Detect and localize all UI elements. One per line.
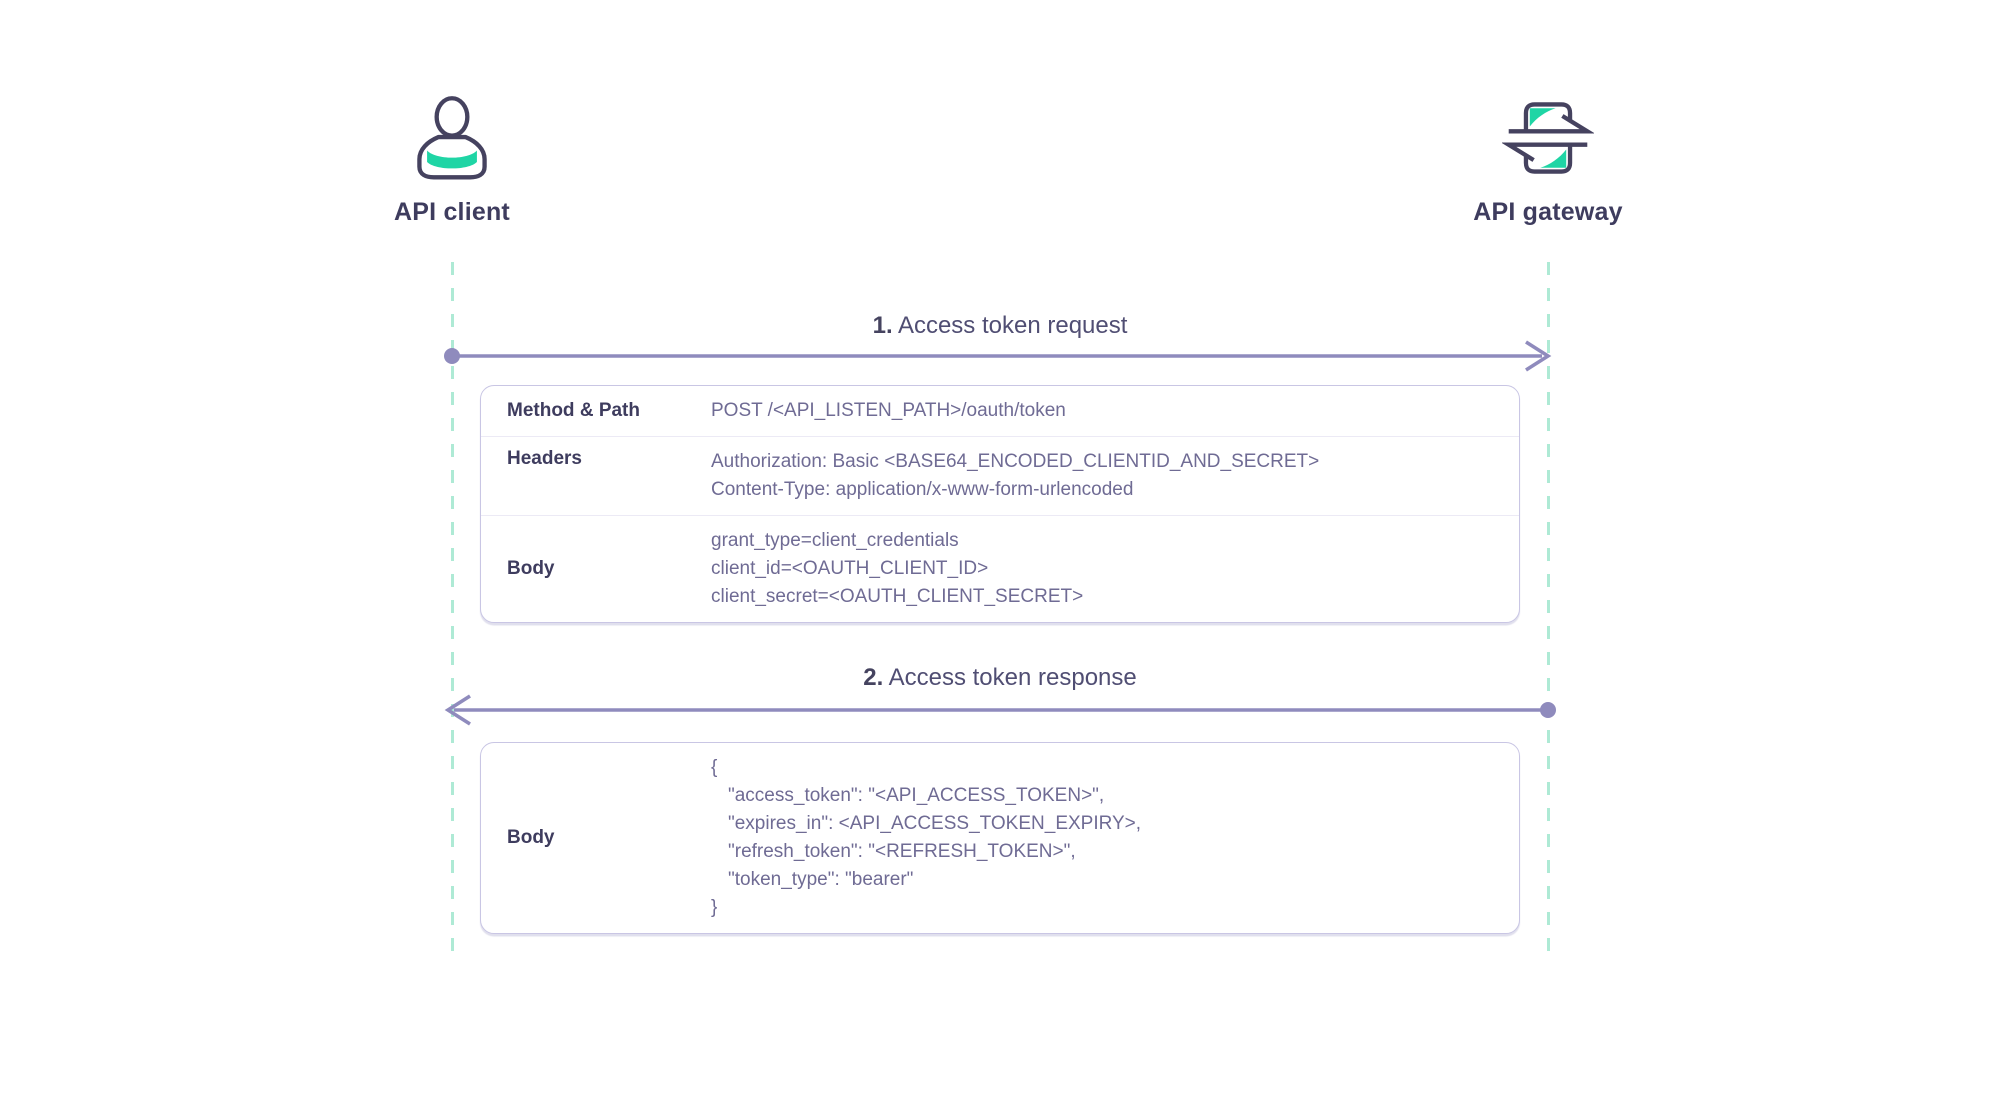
- table-row-body: Body { "access_token": "<API_ACCESS_TOKE…: [481, 743, 1519, 933]
- value-line: client_id=<OAUTH_CLIENT_ID>: [711, 558, 989, 579]
- value-line: "token_type": "bearer": [728, 869, 914, 890]
- row-label: Method & Path: [507, 400, 640, 421]
- message-1-text: Access token request: [892, 312, 1128, 339]
- actor-api-gateway-label: API gateway: [1473, 198, 1623, 226]
- value-line: POST /<API_LISTEN_PATH>/oauth/token: [711, 400, 1066, 421]
- value-line: "access_token": "<API_ACCESS_TOKEN>",: [728, 785, 1105, 806]
- table-row-headers: Headers Authorization: Basic <BASE64_ENC…: [481, 437, 1519, 516]
- value-line: Authorization: Basic <BASE64_ENCODED_CLI…: [711, 451, 1320, 472]
- row-label: Headers: [507, 448, 582, 469]
- value-line: Content-Type: application/x-www-form-url…: [711, 479, 1134, 500]
- actor-api-client-label: API client: [394, 198, 510, 226]
- row-value: { "access_token": "<API_ACCESS_TOKEN>", …: [711, 743, 1519, 933]
- response-table: Body { "access_token": "<API_ACCESS_TOKE…: [480, 742, 1520, 934]
- actor-api-client: API client: [322, 92, 582, 227]
- row-value: Authorization: Basic <BASE64_ENCODED_CLI…: [711, 437, 1519, 515]
- value-line: }: [711, 897, 718, 918]
- lifeline-api-client: [450, 262, 454, 958]
- request-table: Method & Path POST /<API_LISTEN_PATH>/oa…: [480, 385, 1520, 623]
- message-1-arrow-right: [444, 340, 1552, 372]
- row-value: grant_type=client_credentials client_id=…: [711, 516, 1519, 622]
- row-label: Body: [507, 558, 555, 579]
- message-2-text: Access token response: [883, 664, 1137, 691]
- message-1-number: 1.: [872, 312, 893, 339]
- table-row-body: Body grant_type=client_credentials clien…: [481, 516, 1519, 622]
- message-2-number: 2.: [863, 664, 884, 691]
- message-1-title: 1. Access token request: [452, 311, 1548, 341]
- table-row-method-path: Method & Path POST /<API_LISTEN_PATH>/oa…: [481, 386, 1519, 437]
- message-2-title: 2. Access token response: [452, 663, 1548, 693]
- row-label: Body: [507, 827, 555, 848]
- gateway-icon: [1502, 102, 1594, 174]
- lifeline-api-gateway: [1546, 262, 1550, 958]
- value-line: client_secret=<OAUTH_CLIENT_SECRET>: [711, 586, 1084, 607]
- value-line: "refresh_token": "<REFRESH_TOKEN>",: [728, 841, 1076, 862]
- user-icon: [417, 96, 487, 180]
- row-value: POST /<API_LISTEN_PATH>/oauth/token: [711, 386, 1519, 436]
- message-2-arrow-left: [444, 694, 1556, 726]
- value-line: "expires_in": <API_ACCESS_TOKEN_EXPIRY>,: [728, 813, 1142, 834]
- value-line: grant_type=client_credentials: [711, 530, 959, 551]
- actor-api-gateway: API gateway: [1418, 92, 1678, 227]
- value-line: {: [711, 757, 718, 778]
